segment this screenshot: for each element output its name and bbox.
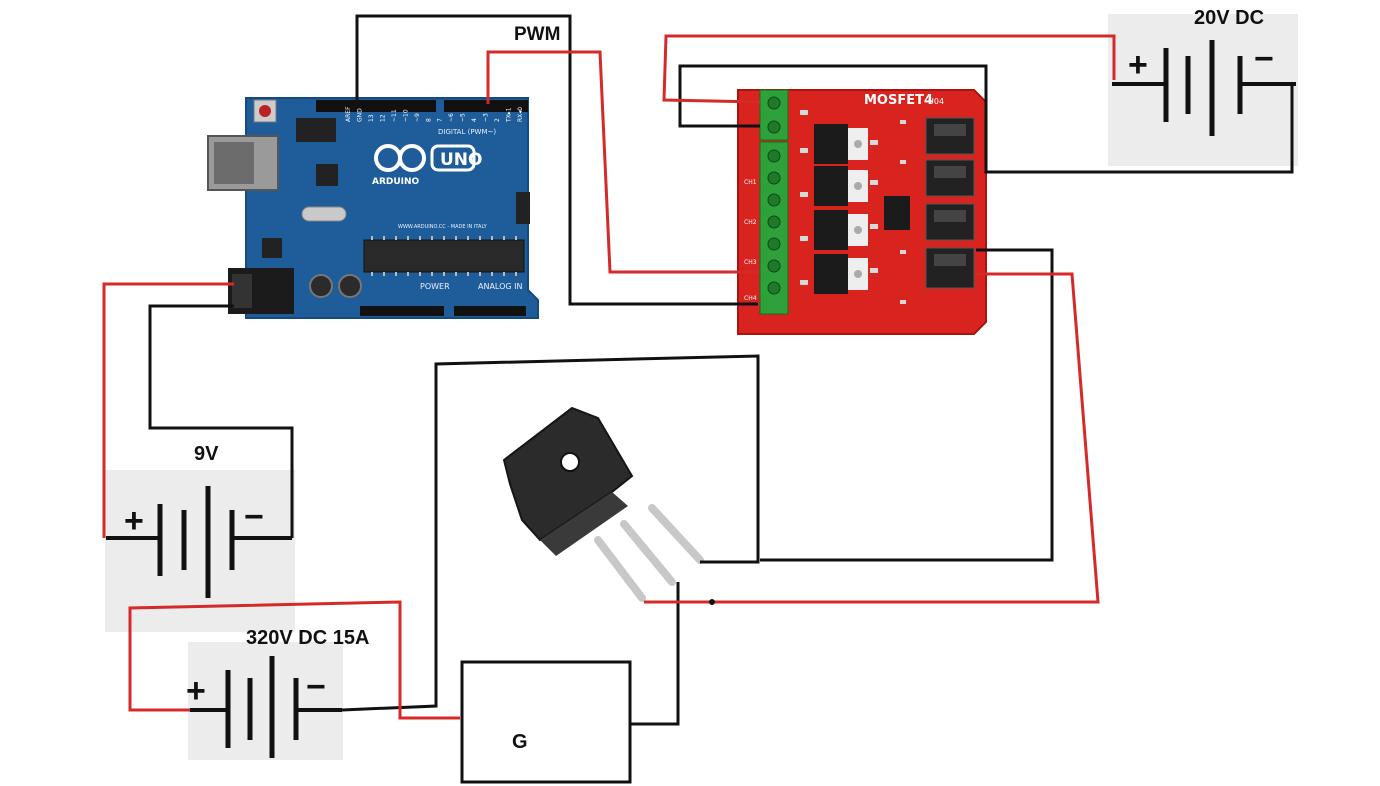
- arduino-pin-label: RX◂0: [517, 107, 524, 122]
- arduino-digital-label: DIGITAL (PWM~): [438, 128, 496, 136]
- load-label: G: [512, 731, 528, 753]
- wires-black: [148, 14, 1294, 726]
- wire-20v-negative-loop: [686, 64, 1294, 174]
- arduino-pin-label: ~5: [460, 113, 467, 122]
- wire-transistor-to-load: [630, 582, 680, 726]
- arduino-power-label: POWER: [420, 282, 450, 291]
- atmega-chip: [363, 239, 525, 273]
- arduino-uno-board: UNO ARDUINO DIGITAL (PWM~) WWW.ARDUINO.C…: [207, 97, 539, 319]
- wire-320v-negative-to-transistor: [341, 354, 760, 712]
- digital-header-left: [316, 100, 436, 112]
- wire-9v-positive: [102, 282, 234, 538]
- wire-20v-positive: [662, 34, 1116, 104]
- wire-ch4-to-transistor: [760, 248, 1054, 562]
- battery-320v-plus: +: [186, 672, 206, 710]
- battery-symbol-icon: [106, 486, 292, 598]
- arduino-pin-label: ~10: [402, 109, 409, 122]
- arduino-pin-label: ~9: [414, 113, 421, 122]
- mosfet-transistor: [814, 124, 868, 164]
- battery-9v-plus: +: [124, 502, 144, 540]
- channel-label-2: CH2: [744, 219, 757, 226]
- arduino-pin-label: ~3: [483, 113, 490, 122]
- battery-20v-minus: −: [1254, 40, 1274, 78]
- to247-transistor-icon: [502, 406, 704, 602]
- pwm-label: PWM: [514, 24, 560, 45]
- battery-320v-label: 320V DC 15A: [246, 627, 369, 649]
- digital-header-right: [444, 100, 528, 112]
- battery-symbol-icon: [1112, 40, 1296, 136]
- arduino-logo-icon: [374, 144, 476, 172]
- battery-9v-minus: −: [244, 498, 264, 536]
- mosfet-transistor: [814, 254, 868, 294]
- battery-20v-background: [1108, 14, 1298, 166]
- mosfet-transistor: [814, 166, 868, 206]
- battery-320v-background: [188, 642, 343, 760]
- arduino-pin-label: 13: [368, 114, 375, 122]
- arduino-brand-text: ARDUINO: [372, 177, 420, 187]
- battery-symbol-icon: [190, 656, 342, 758]
- mosfet-board-title: MOSFET4: [864, 93, 933, 108]
- load-box: [460, 660, 632, 784]
- wire-320v-positive: [128, 600, 460, 720]
- arduino-pin-label: 8: [425, 118, 432, 122]
- arduino-pin-label: ~6: [448, 113, 455, 122]
- arduino-pin-label: 4: [471, 118, 478, 122]
- wires-red: [102, 34, 1116, 720]
- arduino-pin-label: TX▸1: [506, 107, 513, 123]
- battery-20v-label: 20V DC: [1194, 7, 1264, 29]
- battery-20v-plus: +: [1128, 46, 1148, 84]
- power-header: [360, 306, 444, 316]
- arduino-pin-label: 2: [494, 118, 501, 122]
- wire-junction-dot: [709, 599, 715, 605]
- arduino-pin-label: 12: [379, 114, 386, 122]
- arduino-pin-label: 7: [437, 118, 444, 122]
- mosfet-board-code: U04: [928, 97, 944, 106]
- arduino-analog-label: ANALOG IN: [478, 282, 523, 291]
- arduino-pin-label: AREF: [345, 106, 352, 122]
- wire-9v-negative: [148, 304, 294, 538]
- channel-label-1: CH1: [744, 179, 757, 186]
- battery-320v-minus: −: [306, 668, 326, 706]
- wire-gnd-to-mosfet: [355, 14, 758, 306]
- channel-label-3: CH3: [744, 259, 757, 266]
- capacitor-2: [338, 274, 362, 298]
- arduino-site-label: WWW.ARDUINO.CC - MADE IN ITALY: [398, 224, 488, 230]
- mosfet-transistor: [814, 210, 868, 250]
- analog-header: [454, 306, 526, 316]
- capacitor-1: [309, 274, 333, 298]
- wire-pwm-signal: [486, 50, 758, 274]
- mosfet-driver-board: MOSFET4 U04 CH1 CH2 CH3 CH4: [737, 89, 987, 335]
- battery-9v-label: 9V: [194, 443, 219, 465]
- wire-mosfet-input-loop: [678, 64, 760, 128]
- wire-transistor-to-ch4: [644, 272, 1100, 604]
- arduino-pin-label: GND: [356, 108, 363, 122]
- driver-ic: [884, 196, 910, 230]
- channel-label-4: CH4: [744, 295, 757, 302]
- crystal-oscillator: [301, 206, 347, 222]
- arduino-pin-label: ~11: [391, 109, 398, 122]
- arduino-model-text: UNO: [440, 150, 482, 170]
